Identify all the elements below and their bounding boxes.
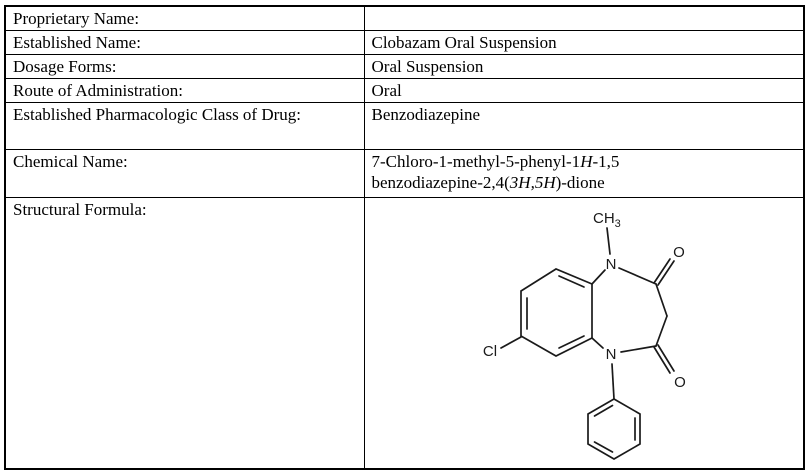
table-row: Established Pharmacologic Class of Drug:… (4, 102, 805, 150)
cl-label: Cl (483, 343, 497, 360)
table-row: Proprietary Name: (4, 5, 805, 31)
o2-label: O (674, 374, 686, 391)
chemical-name-line1: 7-Chloro-1-methyl-5-phenyl-1H-1,5 (372, 152, 620, 171)
chemical-name-line2: benzodiazepine-2,4(3H,5H)-dione (372, 173, 605, 192)
field-label: Dosage Forms: (13, 57, 117, 76)
table-row: Route of Administration: Oral (4, 78, 805, 103)
field-label: Established Pharmacologic Class of Drug: (13, 105, 302, 124)
label-cell-structural-formula: Structural Formula: (4, 197, 365, 470)
benzene-ring (520, 268, 594, 357)
field-value: Clobazam Oral Suspension (371, 33, 557, 52)
label-cell-established-name: Established Name: (4, 30, 365, 55)
value-cell-pharmacologic-class: Benzodiazepine (363, 102, 805, 150)
table-row: Dosage Forms: Oral Suspension (4, 54, 805, 79)
value-cell-route-of-administration: Oral (363, 78, 805, 103)
chem-part: 7-Chloro-1-methyl-5-phenyl-1 (371, 152, 581, 171)
label-cell-pharmacologic-class: Established Pharmacologic Class of Drug: (4, 102, 365, 150)
table-row: Established Name: Clobazam Oral Suspensi… (4, 30, 805, 55)
phenyl-ring (587, 398, 642, 460)
phenyl-bond (611, 363, 616, 400)
methyl-bond (606, 227, 612, 255)
label-cell-proprietary-name: Proprietary Name: (4, 5, 365, 31)
o1-label: O (673, 244, 685, 261)
field-value: Oral Suspension (371, 57, 484, 76)
field-label: Structural Formula: (13, 200, 147, 219)
value-cell-chemical-name: 7-Chloro-1-methyl-5-phenyl-1H-1,5 benzod… (363, 149, 805, 198)
n1-label: N (606, 256, 617, 273)
drug-info-table: Proprietary Name: Established Name: Clob… (4, 5, 805, 470)
chem-part-italic: H (580, 152, 593, 171)
clobazam-structure: CH3 N N O O Cl (483, 210, 686, 460)
field-value: Benzodiazepine (371, 105, 481, 124)
chem-part: benzodiazepine-2,4( (371, 173, 510, 192)
table-row: Chemical Name: 7-Chloro-1-methyl-5-pheny… (4, 149, 805, 198)
label-cell-route-of-administration: Route of Administration: (4, 78, 365, 103)
table-row: Structural Formula: (4, 197, 805, 470)
methyl-label: CH3 (593, 210, 621, 230)
field-label: Route of Administration: (13, 81, 183, 100)
value-cell-dosage-forms: Oral Suspension (363, 54, 805, 79)
chem-part: )-dione (555, 173, 605, 192)
value-cell-established-name: Clobazam Oral Suspension (363, 30, 805, 55)
label-cell-chemical-name: Chemical Name: (4, 149, 365, 198)
value-cell-proprietary-name (363, 5, 805, 31)
field-label: Established Name: (13, 33, 141, 52)
chem-part: -1,5 (592, 152, 620, 171)
field-value: Oral (371, 81, 402, 100)
n5-label: N (606, 346, 617, 363)
field-label: Chemical Name: (13, 152, 128, 171)
cl-bond (500, 336, 523, 349)
label-cell-dosage-forms: Dosage Forms: (4, 54, 365, 79)
field-label: Proprietary Name: (13, 9, 140, 28)
value-cell-structural-formula: CH3 N N O O Cl (363, 197, 805, 470)
chem-part-italic: 3H,5H (509, 173, 556, 192)
